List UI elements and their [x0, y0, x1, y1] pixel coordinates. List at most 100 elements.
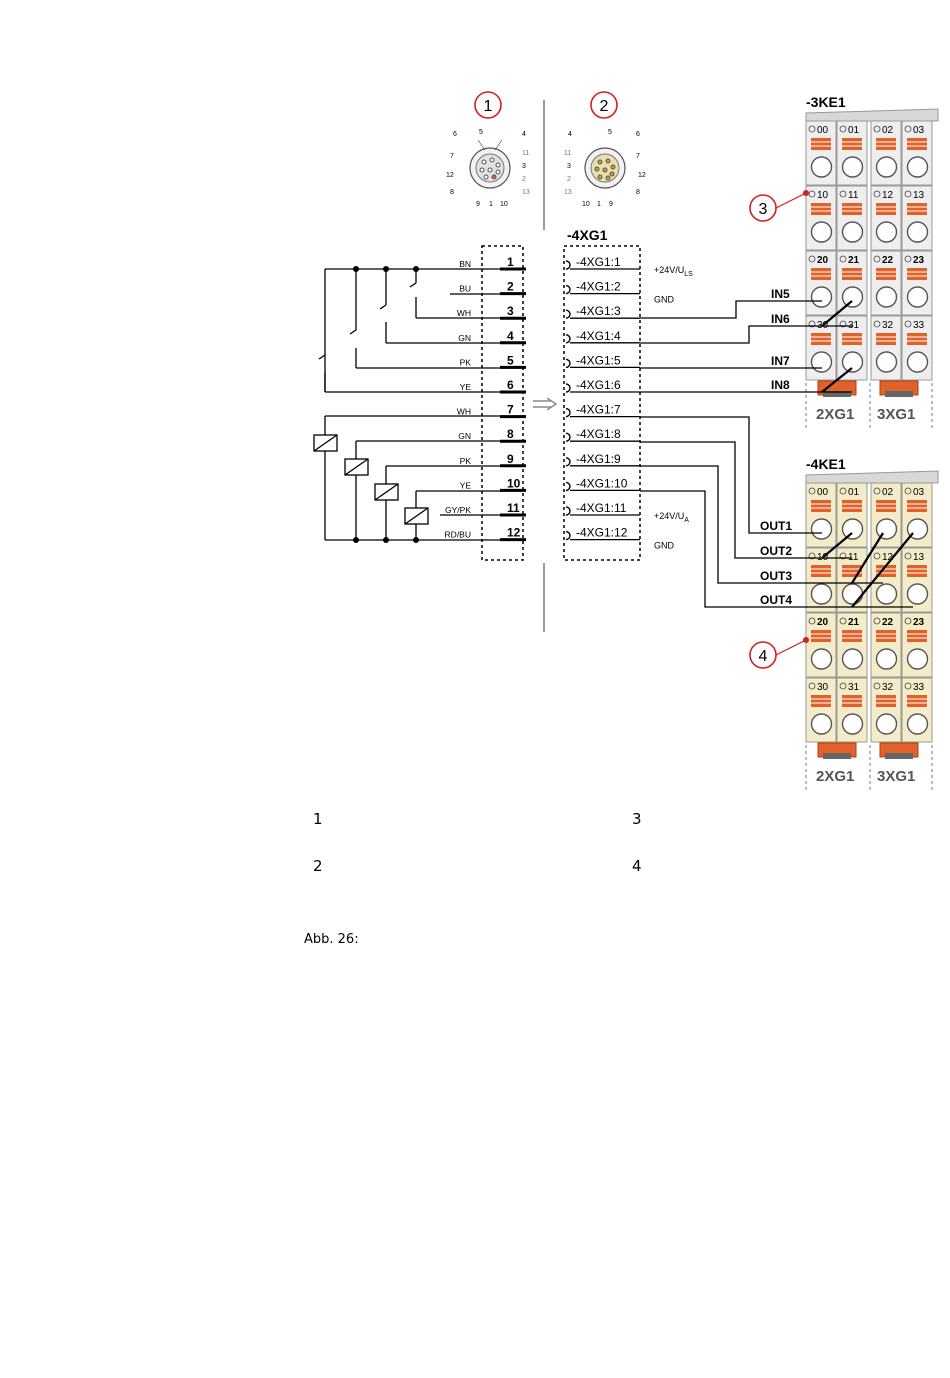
plug-contact: [565, 432, 571, 442]
terminal-hole: [875, 286, 898, 308]
svg-text:13: 13: [564, 189, 572, 196]
supply-note: +24V/ULS: [654, 265, 693, 278]
wire-color-label: WH: [457, 308, 471, 318]
plug-terminal-label: -4XG1:4: [576, 329, 621, 343]
svg-text:4: 4: [522, 131, 526, 138]
wire-color-label: YE: [460, 480, 472, 490]
socket-pin-block: [481, 245, 524, 561]
plug-contact: [565, 284, 571, 295]
terminal-number: 00: [817, 487, 829, 498]
svg-text:8: 8: [636, 189, 640, 196]
terminal-hole: [810, 221, 833, 243]
plug-terminal-label: -4XG1:3: [576, 304, 621, 318]
svg-text:7: 7: [450, 153, 454, 160]
terminal-number: 12: [882, 190, 894, 201]
terminal-number: 23: [913, 255, 925, 266]
pin-number: 9: [507, 452, 514, 466]
connector-plug-icon: 4 5 6 11 3 2 13 7 12 8 10 1 9: [564, 129, 646, 208]
svg-text:3: 3: [567, 163, 571, 170]
junction-dots-bottom: [353, 537, 419, 543]
plug-contact: [565, 309, 571, 319]
callout-1: 1: [474, 91, 502, 119]
terminal-hole: [841, 156, 864, 178]
terminal-number: 00: [817, 125, 829, 136]
svg-text:IN8: IN8: [771, 378, 790, 392]
terminal-number: 32: [882, 320, 894, 331]
svg-text:4: 4: [759, 648, 768, 665]
svg-text:9: 9: [476, 201, 480, 208]
terminal-number: 01: [848, 125, 860, 136]
svg-text:OUT4: OUT4: [760, 593, 792, 607]
svg-text:IN5: IN5: [771, 287, 790, 301]
terminal-number: 10: [817, 190, 829, 201]
terminal-number: 01: [848, 487, 860, 498]
terminal-hole: [875, 648, 898, 670]
terminal-number: 03: [913, 125, 925, 136]
pin-number: 6: [507, 378, 514, 392]
plug-contact: [565, 358, 571, 369]
pin-number: 12: [507, 526, 521, 540]
plug-contact: [565, 260, 571, 270]
callout-2: 2: [590, 91, 618, 119]
terminal-hole: [841, 648, 864, 670]
plug-contact: [565, 334, 571, 344]
terminal-number: 13: [913, 552, 925, 563]
svg-text:12: 12: [638, 172, 646, 179]
plug-terminal-label: -4XG1:6: [576, 378, 621, 392]
plug-contact: [565, 407, 571, 418]
wire-color-label: GY/PK: [445, 505, 471, 515]
terminal-hole: [810, 286, 833, 308]
svg-text:7: 7: [636, 153, 640, 160]
terminal-hole: [906, 221, 929, 243]
plug-contact: [565, 457, 571, 467]
svg-text:IN6: IN6: [771, 312, 790, 326]
plug-terminal-label: -4XG1:5: [576, 353, 621, 367]
svg-text:4: 4: [568, 131, 572, 138]
terminal-number: 11: [848, 190, 859, 201]
supply-note: GND: [654, 295, 675, 305]
slot-label: 2XG1: [816, 768, 854, 785]
pin-number: 4: [507, 329, 514, 343]
terminal-hole: [841, 583, 864, 605]
wire-color-label: GN: [458, 333, 471, 343]
plug-pin-block: [563, 245, 641, 561]
terminal-hole: [906, 648, 929, 670]
terminal-hole: [810, 518, 833, 540]
terminal-hole: [841, 518, 864, 540]
supply-note: GND: [654, 541, 675, 551]
wire-color-label: PK: [460, 357, 472, 367]
terminal-number: 22: [882, 255, 894, 266]
terminal-hole: [875, 583, 898, 605]
plug-terminal-label: -4XG1:10: [576, 476, 628, 490]
junction-dots: [353, 266, 419, 272]
pin-number: 3: [507, 304, 514, 318]
plug-terminal-label: -4XG1:12: [576, 526, 628, 540]
wire-color-label: BU: [459, 284, 471, 294]
terminal-hole: [875, 713, 898, 735]
terminal-hole: [875, 221, 898, 243]
svg-text:2: 2: [522, 176, 526, 183]
pin-number: 2: [507, 280, 514, 294]
pin-number: 8: [507, 427, 514, 441]
svg-text:1: 1: [489, 201, 493, 208]
terminal-hole: [841, 286, 864, 308]
svg-text:OUT3: OUT3: [760, 569, 792, 583]
svg-text:2: 2: [567, 176, 571, 183]
callout-4: 4: [749, 637, 809, 669]
mating-arrow-icon: [533, 397, 558, 411]
plug-contact: [565, 506, 571, 516]
svg-text:11: 11: [564, 150, 571, 157]
terminal-hole: [841, 713, 864, 735]
plug-contact: [565, 383, 571, 393]
svg-text:11: 11: [522, 150, 529, 157]
plug-label: -4XG1: [567, 227, 608, 243]
pin-number: 10: [507, 476, 521, 490]
svg-text:3: 3: [759, 201, 768, 218]
pin-number: 11: [507, 501, 520, 515]
wire-color-label: WH: [457, 407, 471, 417]
terminal-number: 20: [817, 255, 829, 266]
pin-number: 5: [507, 353, 514, 367]
plug-contact: [565, 481, 571, 492]
